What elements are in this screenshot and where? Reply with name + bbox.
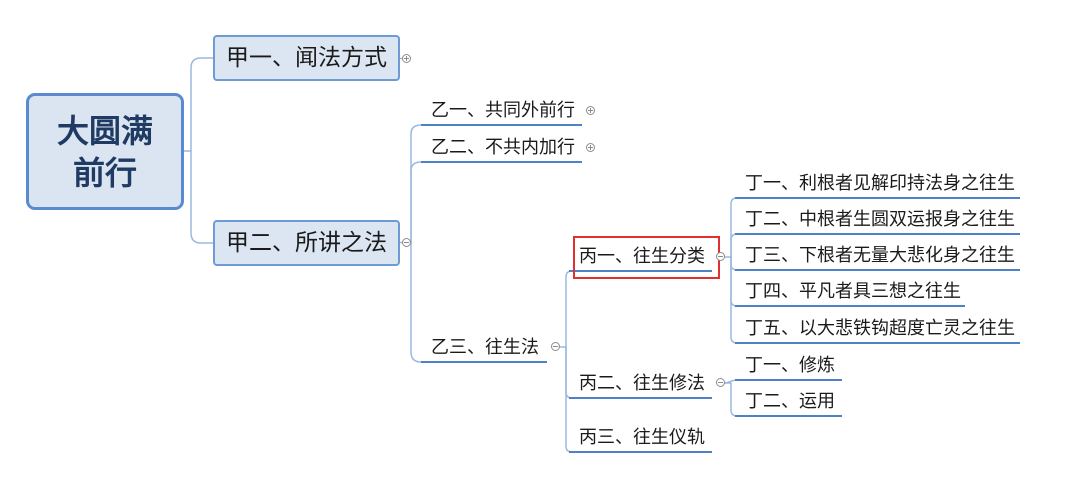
expand-icon[interactable]: [402, 54, 411, 63]
subtopic-ding1-3[interactable]: 丁三、下根者无量大悲化身之往生: [735, 243, 1020, 271]
branch-connector: [410, 161, 422, 244]
subtopic-bing1[interactable]: 丙一、往生分类: [569, 244, 712, 272]
branch-connector: [410, 242, 422, 363]
subtopic-bing3[interactable]: 丙三、往生仪轨: [569, 425, 712, 453]
subtopic-bing2[interactable]: 丙二、往生修法: [569, 371, 712, 399]
subtopic-yi2[interactable]: 乙二、不共内加行: [421, 135, 582, 163]
subtopic-ding2-2[interactable]: 丁二、运用: [735, 389, 842, 417]
subtopic-ding1-1[interactable]: 丁一、利根者见解印持法身之往生: [735, 171, 1020, 199]
main-topic-jia1[interactable]: 甲一、闻法方式: [213, 35, 400, 81]
subtopic-yi1[interactable]: 乙一、共同外前行: [421, 98, 582, 126]
main-topic-jia2[interactable]: 甲二、所讲之法: [213, 220, 400, 266]
subtopic-yi3[interactable]: 乙三、往生法: [421, 335, 547, 363]
collapse-icon[interactable]: [716, 378, 725, 387]
subtopic-ding2-1[interactable]: 丁一、修炼: [735, 353, 842, 381]
collapse-icon[interactable]: [551, 342, 560, 351]
root-topic[interactable]: 大圆满 前行: [26, 93, 184, 210]
subtopic-ding1-5[interactable]: 丁五、以大悲铁钩超度亡灵之往生: [735, 316, 1020, 344]
expand-icon[interactable]: [586, 106, 595, 115]
collapse-icon[interactable]: [402, 238, 411, 247]
root-topic-line-1: 大圆满: [56, 111, 153, 150]
branch-connector: [190, 150, 214, 244]
subtopic-ding1-4[interactable]: 丁四、平凡者具三想之往生: [735, 279, 965, 307]
expand-icon[interactable]: [586, 143, 595, 152]
root-topic-line-2: 前行: [72, 153, 137, 192]
branch-connector: [410, 124, 422, 244]
subtopic-ding1-2[interactable]: 丁二、中根者生圆双运报身之往生: [735, 207, 1020, 235]
branch-connector: [559, 270, 573, 348]
highlight-box: [573, 236, 720, 279]
branch-connector: [183, 57, 214, 152]
collapse-icon[interactable]: [716, 252, 725, 261]
